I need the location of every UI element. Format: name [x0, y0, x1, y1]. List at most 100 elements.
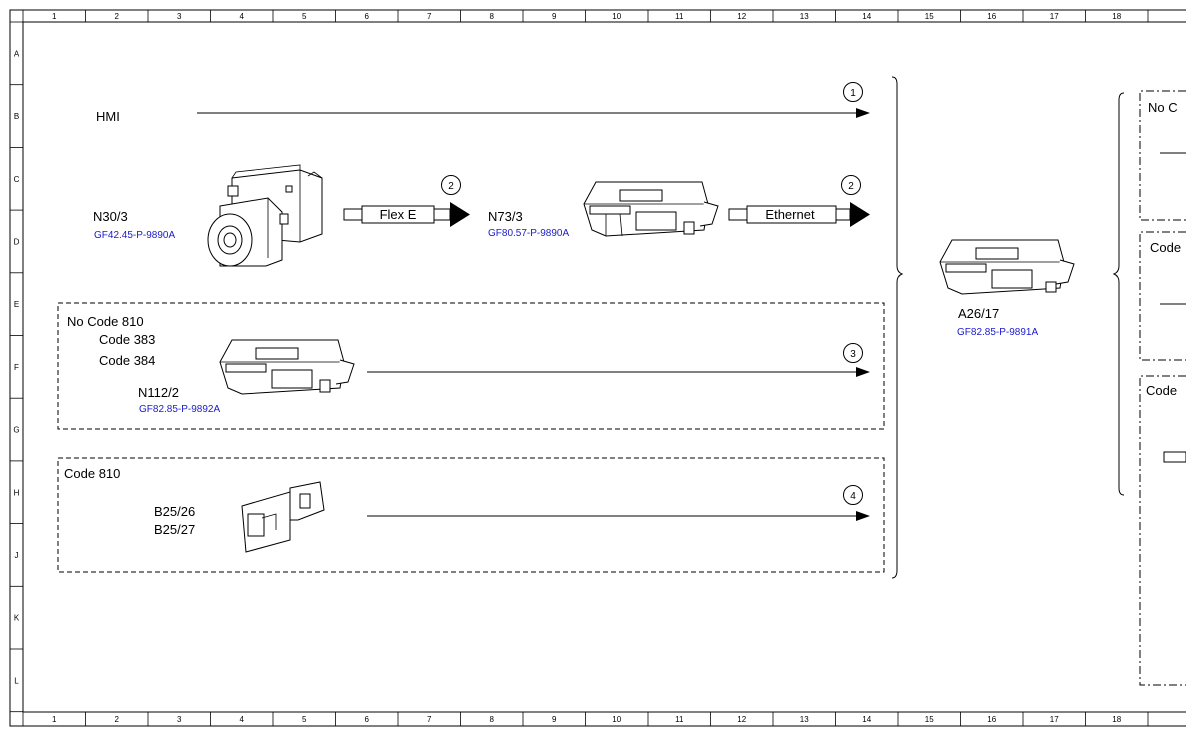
row-letter: D	[14, 237, 20, 246]
column-number-top: 8	[490, 12, 495, 21]
row-letter: L	[14, 676, 19, 685]
marker-4[interactable]: 4	[843, 485, 863, 505]
group3-arrowhead	[856, 367, 870, 377]
n73-3-control-unit-image[interactable]	[583, 181, 719, 237]
column-number-top: 2	[115, 12, 120, 21]
column-number-bottom: 7	[427, 715, 432, 724]
column-number-bottom: 5	[302, 715, 307, 724]
column-number-top: 3	[177, 12, 182, 21]
group3-condition-1: No Code 810	[67, 314, 144, 329]
column-number-bottom: 6	[365, 715, 370, 724]
column-number-bottom: 12	[737, 715, 746, 724]
marker-3-number: 3	[850, 349, 856, 360]
b25-sensor-connector-image[interactable]	[241, 481, 325, 553]
column-number-top: 9	[552, 12, 557, 21]
a26-17-label: A26/17	[958, 306, 999, 321]
hmi-arrowhead	[856, 108, 870, 118]
grouping-bracket	[891, 76, 904, 579]
right-box-2: Code	[1139, 231, 1186, 361]
n73-3-reference-link[interactable]: GF80.57-P-9890A	[488, 228, 569, 239]
group3-condition-3: Code 384	[99, 353, 155, 368]
column-number-bottom: 8	[490, 715, 495, 724]
n112-2-label: N112/2	[138, 385, 179, 400]
right-box-3: Code	[1139, 375, 1186, 686]
hmi-label: HMI	[96, 109, 120, 124]
column-number-bottom: 2	[115, 715, 120, 724]
flex-e-connector	[343, 202, 470, 227]
n112-2-reference-link[interactable]: GF82.85-P-9892A	[139, 404, 220, 415]
column-number-top: 16	[987, 12, 996, 21]
row-letter: F	[14, 363, 19, 372]
column-number-bottom: 3	[177, 715, 182, 724]
b25-26-label: B25/26	[154, 504, 195, 519]
column-number-bottom: 15	[925, 715, 934, 724]
marker-2-flex-e[interactable]: 2	[441, 175, 461, 195]
row-letter: A	[14, 49, 20, 58]
right-bracket	[1112, 92, 1125, 496]
n30-3-label: N30/3	[93, 209, 128, 224]
marker-2-number: 2	[848, 181, 854, 192]
marker-1-number: 1	[850, 88, 856, 99]
n30-3-control-unit-image[interactable]	[207, 164, 323, 267]
column-number-top: 12	[737, 12, 746, 21]
column-ruler: 1122334455667788991010111112121313141415…	[22, 10, 1149, 726]
marker-3[interactable]: 3	[843, 343, 863, 363]
right-box-3-title: Code	[1146, 383, 1177, 398]
column-number-top: 7	[427, 12, 432, 21]
ethernet-label: Ethernet	[765, 207, 815, 222]
column-number-top: 5	[302, 12, 307, 21]
column-number-bottom: 1	[52, 715, 57, 724]
outer-frame	[9, 9, 1186, 727]
row-ruler: A B C D E F G H J K L	[10, 21, 23, 713]
n112-2-control-unit-image[interactable]	[219, 339, 355, 395]
marker-4-number: 4	[850, 491, 856, 502]
right-box-1: No C	[1139, 90, 1186, 221]
right-box-2-title: Code	[1150, 240, 1181, 255]
n30-3-reference-link[interactable]: GF42.45-P-9890A	[94, 230, 175, 241]
n73-3-label: N73/3	[488, 209, 523, 224]
column-number-top: 4	[240, 12, 245, 21]
code-810-box	[57, 457, 885, 573]
group3-condition-2: Code 383	[99, 332, 155, 347]
a26-17-control-unit-image[interactable]	[939, 239, 1075, 295]
column-number-top: 1	[52, 12, 57, 21]
marker-2-number: 2	[448, 181, 454, 192]
group4-condition: Code 810	[64, 466, 120, 481]
marker-2-ethernet[interactable]: 2	[841, 175, 861, 195]
row-letter: E	[14, 300, 19, 309]
no-code-810-box	[57, 302, 885, 430]
column-number-bottom: 13	[800, 715, 809, 724]
row-letter: J	[15, 551, 19, 560]
column-number-top: 13	[800, 12, 809, 21]
column-number-bottom: 10	[612, 715, 621, 724]
column-number-bottom: 17	[1050, 715, 1059, 724]
column-number-bottom: 9	[552, 715, 557, 724]
column-number-bottom: 4	[240, 715, 245, 724]
inner-frame	[22, 21, 1186, 713]
column-number-bottom: 16	[987, 715, 996, 724]
right-box-1-title: No C	[1148, 100, 1178, 115]
column-number-bottom: 11	[675, 715, 684, 724]
column-number-top: 10	[612, 12, 621, 21]
group4-arrowhead	[856, 511, 870, 521]
right-box-3-connector	[1163, 451, 1186, 463]
column-number-bottom: 18	[1112, 715, 1121, 724]
row-letter: H	[14, 488, 20, 497]
column-number-top: 15	[925, 12, 934, 21]
marker-1[interactable]: 1	[843, 82, 863, 102]
column-number-top: 11	[675, 12, 684, 21]
ethernet-connector	[728, 202, 870, 227]
row-letter: B	[14, 112, 19, 121]
row-letter: K	[14, 614, 20, 623]
column-number-top: 14	[862, 12, 871, 21]
row-letter: C	[14, 175, 20, 184]
row-letter: G	[13, 426, 19, 435]
column-number-top: 17	[1050, 12, 1059, 21]
b25-27-label: B25/27	[154, 522, 195, 537]
column-number-top: 18	[1112, 12, 1121, 21]
flex-e-label: Flex E	[380, 207, 417, 222]
column-number-bottom: 14	[862, 715, 871, 724]
column-number-top: 6	[365, 12, 370, 21]
a26-17-reference-link[interactable]: GF82.85-P-9891A	[957, 327, 1038, 338]
